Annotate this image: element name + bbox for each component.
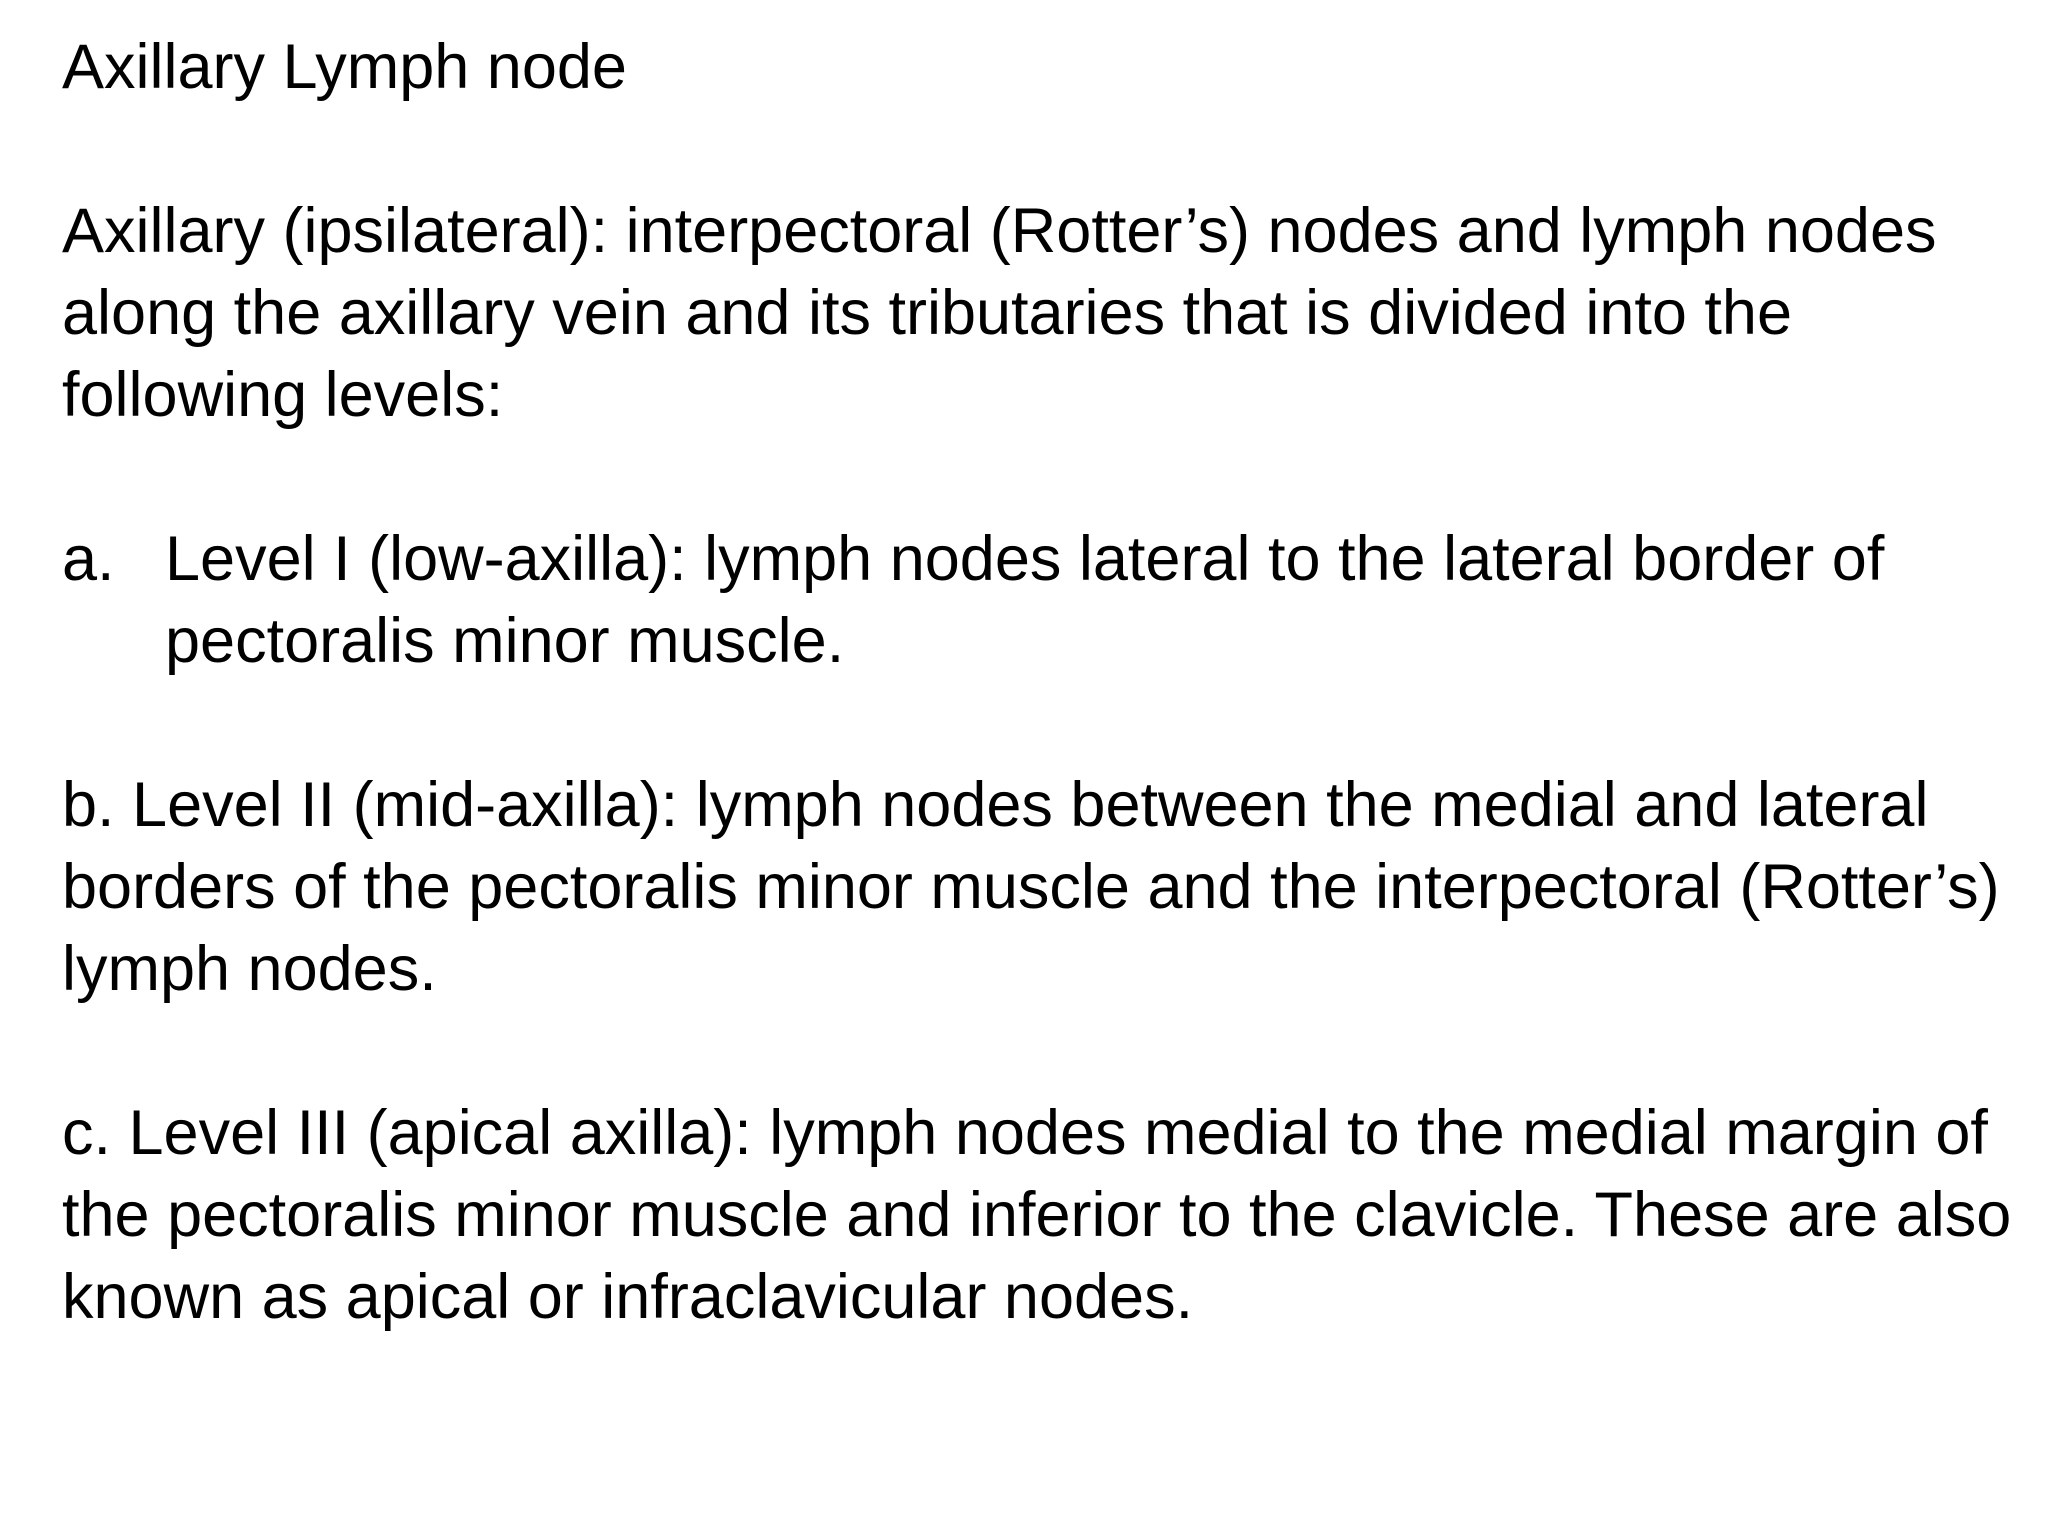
list-item-level-i: a. Level I (low-axilla): lymph nodes lat… — [62, 518, 2032, 682]
intro-paragraph: Axillary (ipsilateral): interpectoral (R… — [62, 196, 1937, 430]
slide-title: Axillary Lymph node — [62, 32, 627, 102]
list-item-level-ii: b. Level II (mid-axilla): lymph nodes be… — [62, 770, 2000, 1004]
list-item-level-iii: c. Level III (apical axilla): lymph node… — [62, 1098, 2012, 1332]
list-marker: a. — [62, 524, 115, 594]
slide-content: Axillary Lymph node Axillary (ipsilatera… — [62, 26, 2032, 1338]
list-item-text: Level I (low-axilla): lymph nodes latera… — [165, 524, 1885, 676]
